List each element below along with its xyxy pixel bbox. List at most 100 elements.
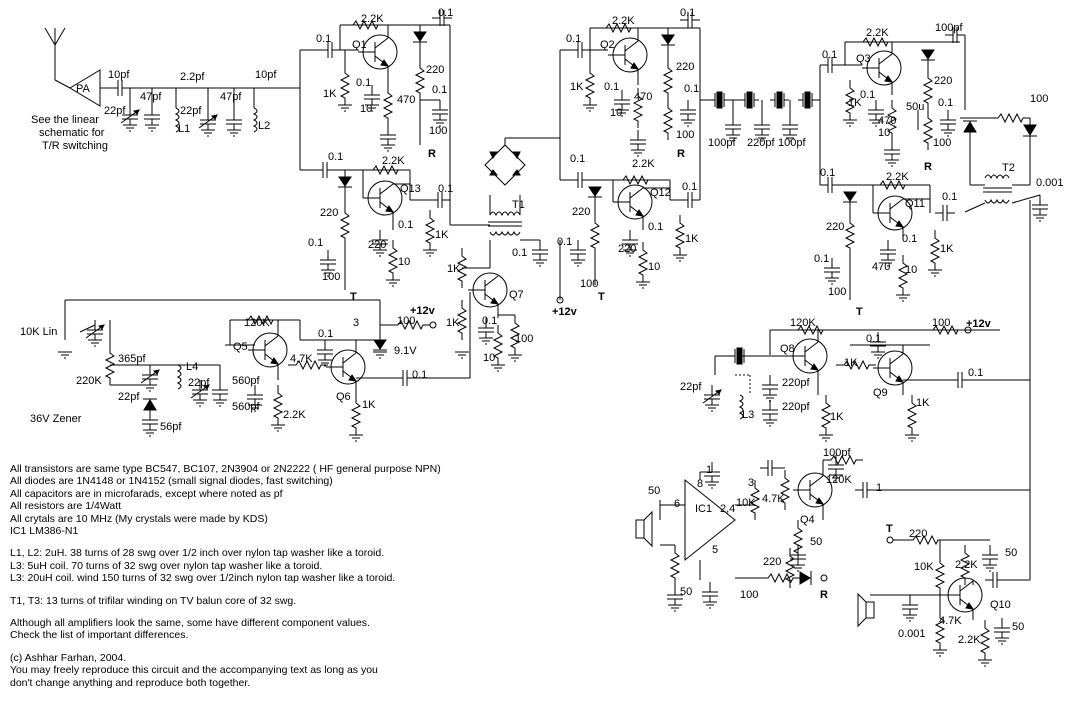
component-label: T1: [512, 199, 525, 211]
component-label: T2: [1002, 162, 1015, 174]
component-label: 100: [1030, 93, 1048, 105]
note-line: All transistors are same type BC547, BC1…: [10, 463, 441, 475]
component-label: 1: [706, 464, 712, 476]
component-label: 470: [872, 261, 890, 273]
component-label: 1: [876, 482, 882, 494]
pa-label: PA: [76, 83, 91, 95]
component-label: 50: [648, 485, 660, 497]
component-label: 100: [932, 317, 950, 329]
component-label: 0.1: [318, 328, 333, 340]
component-label: 1K: [570, 81, 584, 93]
component-label: 2.2K: [612, 15, 635, 27]
component-label: 1K: [446, 317, 460, 329]
component-label: 470: [634, 91, 652, 103]
component-label: 1K: [435, 229, 449, 241]
component-label: 10K Lin: [20, 326, 57, 338]
component-label: 10: [878, 127, 890, 139]
component-label: +12v: [966, 318, 992, 330]
note-line: T1, T3: 13 turns of trifilar winding on …: [10, 594, 297, 607]
component-label: 220: [826, 221, 844, 233]
side-note-line-3: T/R switching: [42, 140, 108, 152]
component-label: 0.1: [570, 153, 585, 165]
component-label: 0.1: [684, 83, 699, 95]
component-label: 9.1V: [394, 345, 417, 357]
component-label: 1K: [916, 397, 930, 409]
antenna-icon: [44, 27, 71, 89]
component-label: 560pf: [232, 375, 260, 387]
component-label: IC1: [695, 503, 712, 515]
component-label: 10: [610, 107, 622, 119]
component-label: 10K: [736, 497, 756, 509]
note-line: L3: 20uH coil. wind 150 turns of 32 swg …: [10, 572, 396, 585]
component-label: T: [856, 306, 863, 318]
component-label: 2.2K: [958, 634, 981, 646]
component-label: 0.1: [328, 151, 343, 163]
note-line: L3: 5uH coil. 70 turns of 32 swg over ny…: [10, 559, 323, 572]
component-label: 1K: [830, 411, 844, 423]
component-label: 50: [810, 536, 822, 548]
component-label: 10: [648, 261, 660, 273]
component-label: 4.7K: [290, 353, 313, 365]
component-label: 0.1: [860, 89, 875, 101]
component-label: Q9: [873, 387, 888, 399]
stage-q2: Q2 2.2K 0.1 1K 0.1 10 470 220 0.1 100 R …: [559, 7, 710, 200]
note-line: (c) Ashhar Farhan, 2004.: [10, 651, 127, 664]
component-label: 56pf: [160, 421, 182, 433]
component-label: 0.1: [968, 367, 983, 379]
component-label: Q3: [856, 53, 871, 65]
component-label: 22pf: [104, 105, 126, 117]
component-label: Q5: [233, 341, 248, 353]
crystal-filter: 100pf 220pf 100pf: [708, 91, 820, 149]
stage-q10: T 220 10K 2.2K 50 Q10 4.7K 0.001 2.2K 50: [857, 490, 1031, 667]
component-label: 22pf: [118, 391, 140, 403]
component-label: 2,4: [720, 503, 735, 515]
component-label: L1: [178, 123, 190, 135]
component-label: 0.1: [438, 7, 453, 19]
component-label: Q11: [905, 198, 925, 210]
component-label: 0.1: [557, 236, 572, 248]
component-label: 220K: [76, 375, 102, 387]
component-label: 100: [676, 129, 694, 141]
component-label: 0.001: [1036, 177, 1064, 189]
component-label: 100pf: [778, 137, 806, 149]
component-label: 1K: [323, 88, 337, 100]
component-label: 47pf: [140, 91, 162, 103]
component-label: 220pf: [782, 401, 810, 413]
component-label: 100: [515, 333, 533, 345]
component-label: 100: [429, 125, 447, 137]
component-label: R: [820, 589, 828, 601]
component-label: 3: [748, 477, 754, 489]
note-line: Although all amplifiers look the same, s…: [10, 617, 370, 630]
component-label: 0.1: [432, 84, 447, 96]
component-label: Q7: [509, 289, 524, 301]
component-label: 100: [580, 278, 598, 290]
component-label: 50: [680, 586, 692, 598]
component-label: 1K: [940, 243, 954, 255]
component-label: 0.1: [680, 7, 695, 19]
component-label: T: [350, 291, 357, 303]
component-label: Q2: [600, 39, 615, 51]
component-label: Q12: [650, 187, 671, 199]
stage-q8-q9: 120K Q8 22pf L3 220pf 220pf 1K 0.1 Q9 1K…: [680, 317, 1030, 442]
note-line: All capacitors are in microfarads, excep…: [10, 487, 283, 500]
component-label: 220: [426, 64, 444, 76]
component-label: 100: [933, 137, 951, 149]
input-filter: 10pf 22pf 47pf 2.2pf 22pf 47pf 10pf L1 L…: [100, 69, 300, 136]
component-label: 22pf: [680, 381, 702, 393]
component-label: 220: [572, 206, 590, 218]
component-label: 10: [905, 264, 917, 276]
component-label: 2.2K: [632, 158, 655, 170]
component-label: 220pf: [782, 377, 810, 389]
component-label: L3: [742, 409, 754, 421]
component-label: 220: [909, 528, 927, 540]
component-label: 220: [618, 243, 636, 255]
component-label: 220: [676, 61, 694, 73]
component-label: 50u: [906, 101, 924, 113]
stage-q5-q6: 10K Lin 220K 365pf L4 22pf 22pf 560pf 56…: [20, 299, 470, 442]
component-label: 120K: [790, 317, 816, 329]
component-label: R: [677, 148, 685, 160]
component-label: 5: [712, 544, 718, 556]
component-label: 22pf: [188, 377, 210, 389]
component-label: 470: [878, 115, 896, 127]
transformer-t1: T1 0.1 +12v: [450, 137, 578, 318]
